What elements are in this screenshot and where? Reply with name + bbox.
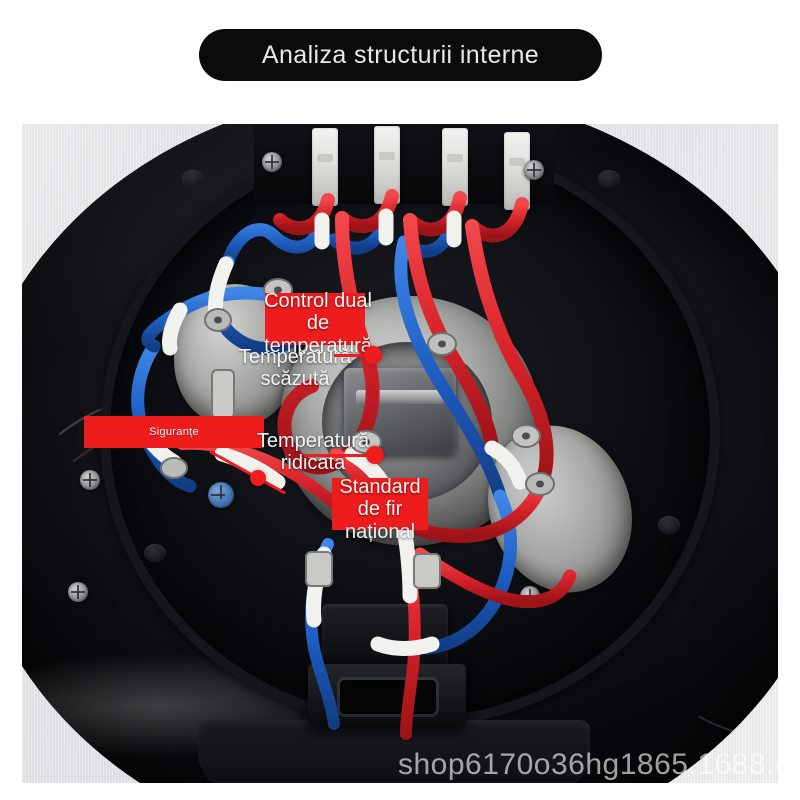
watermark: shop6170o36hg1865.1688.com: [398, 748, 778, 781]
annotation-dot-sigurante: [250, 470, 266, 486]
ring-terminals: [160, 278, 555, 496]
rim-screw-lower-left: [68, 582, 88, 602]
rim-rivet-top-right: [598, 170, 620, 188]
plate-posts: [211, 369, 441, 589]
base-foot: [198, 720, 590, 783]
wiring-harness: [131, 189, 577, 740]
terminal-connector-3: [442, 128, 468, 206]
power-socket-opening: [340, 680, 436, 714]
product-photo: Control dual de temperatură Temperatură …: [22, 124, 778, 783]
annotation-leader-temperatura-scazuta: [334, 354, 372, 357]
page-title-text: Analiza structurii interne: [261, 40, 540, 69]
page-title: Analiza structurii interne: [199, 29, 602, 81]
rim-screw-left: [80, 470, 100, 490]
annotation-dot-temperatura-scazuta: [364, 346, 382, 364]
fuse-mount-screw: [208, 482, 234, 508]
annotation-box-sigurante: Siguranțe: [84, 416, 264, 448]
annotation-label-sigurante: Siguranțe: [149, 426, 199, 438]
photo-inner: Control dual de temperatură Temperatură …: [22, 124, 778, 783]
rim-screw-top-right: [524, 160, 544, 180]
annotation-box-standard-fir: [332, 478, 428, 530]
rim-screw-top: [262, 152, 282, 172]
terminal-connector-1: [312, 128, 338, 206]
rim-rivet-left: [144, 544, 166, 562]
rim-rivet-right: [658, 516, 680, 534]
annotation-dot-temperatura-ridicata: [366, 446, 384, 464]
annotation-leader-temperatura-ridicata: [304, 454, 376, 457]
annotation-box-control-dual: [265, 293, 365, 345]
rim-rivet-top-left: [182, 170, 204, 188]
